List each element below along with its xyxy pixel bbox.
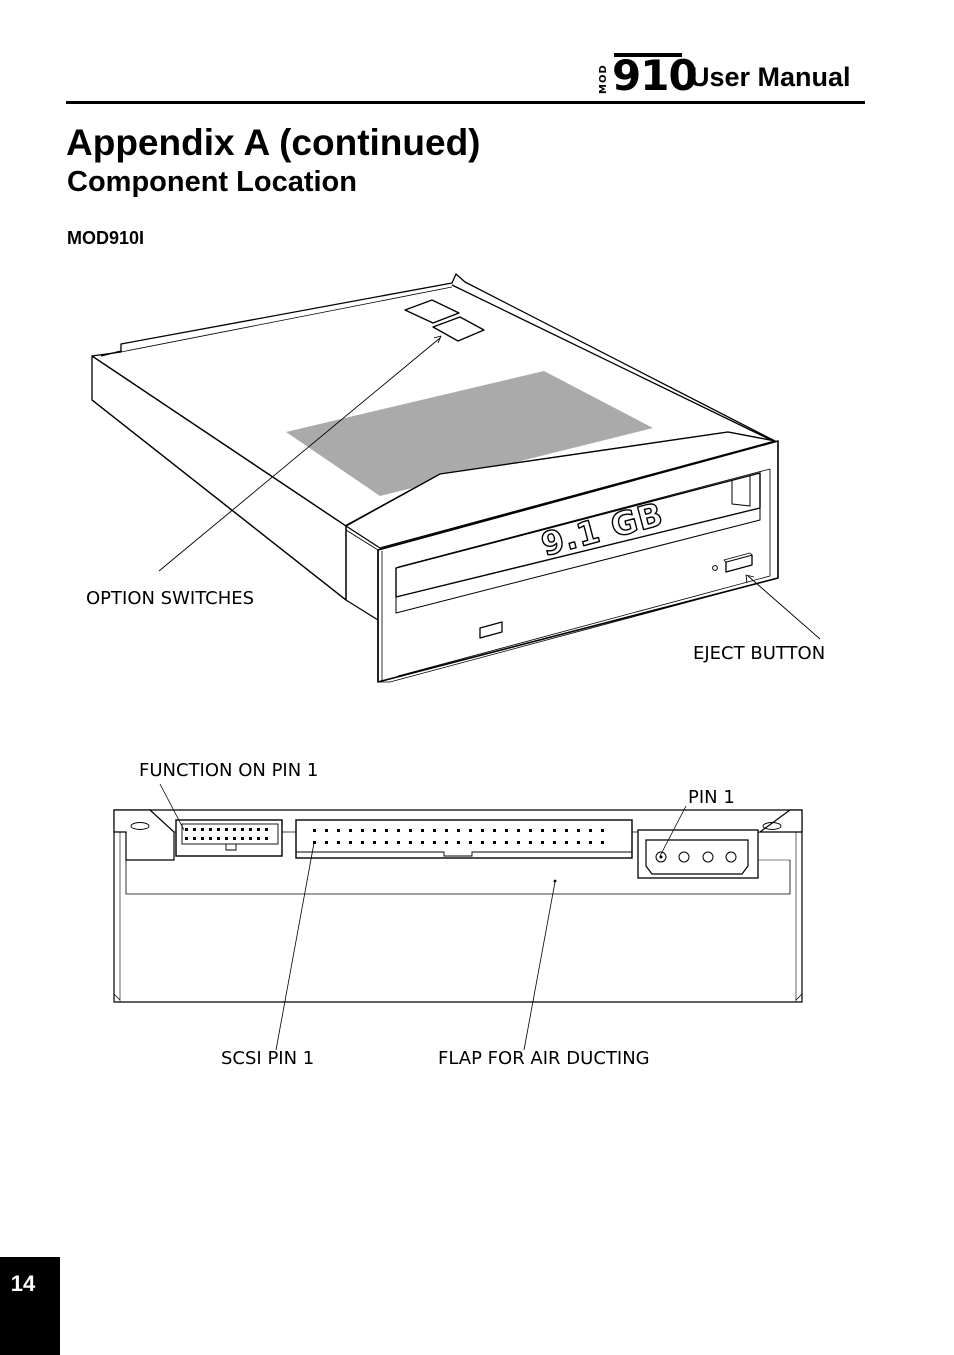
right-mounting-bracket: [758, 809, 803, 833]
function-jumper-pins: [185, 828, 268, 840]
header-rule: [66, 101, 865, 104]
drive-top-label-area: [286, 371, 653, 496]
option-switches-callout: OPTION SWITCHES: [86, 588, 255, 609]
option-switch-block-1: [404, 299, 460, 324]
page-number: 14: [10, 1271, 36, 1296]
option-switches-leader: [158, 337, 441, 572]
activity-led: [712, 565, 718, 571]
option-switch-block-2: [432, 316, 485, 342]
bezel-inner-frame: [397, 468, 771, 677]
flap-leader: [523, 881, 556, 1051]
model-heading: MOD910I: [67, 228, 145, 248]
scsi-pin1-leader: [275, 842, 315, 1051]
bezel-small-button: [479, 621, 503, 639]
flap-air-ducting-callout: FLAP FOR AIR DUCTING: [438, 1048, 650, 1069]
logo-number: 910: [612, 51, 698, 100]
power-connector: [645, 839, 749, 875]
eject-button-callout: EJECT BUTTON: [693, 643, 826, 664]
function-pin1-leader: [159, 783, 185, 831]
page-title: Appendix A (continued): [66, 122, 481, 163]
page-number-tab: 14: [0, 1257, 60, 1355]
logo-bar: [614, 53, 682, 57]
scsi-pin1-callout: SCSI PIN 1: [221, 1048, 315, 1069]
eject-button-leader: [747, 575, 821, 640]
scsi-connector-pins: [313, 829, 604, 844]
function-on-pin1-callout: FUNCTION ON PIN 1: [139, 760, 319, 781]
pin1-callout: PIN 1: [688, 787, 735, 808]
drive-front-sub-panel: [345, 431, 776, 549]
manual-title: User Manual: [690, 62, 851, 92]
left-mounting-bracket: [113, 809, 175, 861]
pin1-leader: [659, 805, 687, 857]
section-title: Component Location: [67, 166, 357, 198]
